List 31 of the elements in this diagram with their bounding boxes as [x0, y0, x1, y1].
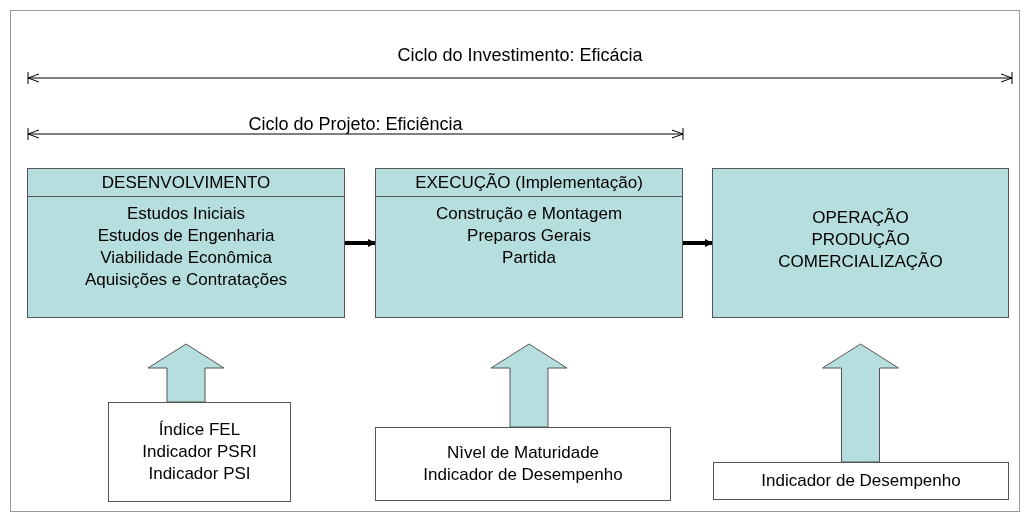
item-text: Aquisições e Contratações	[83, 269, 289, 291]
item-text: Indicador PSRI	[141, 441, 258, 463]
item-text: Partida	[501, 247, 557, 269]
item-text: Índice FEL	[157, 419, 242, 441]
indicator-box	[108, 402, 291, 502]
indicator-box	[713, 462, 1009, 500]
item-text: Viabilidade Econômica	[99, 247, 273, 269]
cycle-label: Ciclo do Projeto: Eficiência	[248, 114, 463, 135]
item-text: Nìvel de Maturidade	[445, 442, 601, 464]
arrow	[683, 239, 713, 247]
item-text: OPERAÇÃO	[811, 207, 910, 229]
item-text: Estudos Iniciais	[125, 203, 247, 225]
phase-box	[712, 168, 1009, 318]
item-text: Preparos Gerais	[466, 225, 592, 247]
indicator-box	[375, 427, 671, 501]
item-text: Estudos de Engenharia	[96, 225, 276, 247]
phase-heading: EXECUÇÃO (Implementação)	[376, 169, 682, 197]
item-text: COMERCIALIZAÇÃO	[777, 251, 944, 273]
item-text: Indicador de Desempenho	[422, 464, 624, 486]
block-arrow	[490, 343, 568, 428]
item-text: PRODUÇÃO	[810, 229, 911, 251]
phase-heading: DESENVOLVIMENTO	[28, 169, 344, 197]
item-text: Indicador de Desempenho	[760, 470, 962, 492]
phase-box	[27, 168, 345, 318]
block-arrow	[147, 343, 225, 403]
item-text: Construção e Montagem	[434, 203, 624, 225]
block-arrow	[822, 343, 899, 463]
arrow	[345, 239, 376, 247]
item-text: Indicador PSI	[147, 463, 252, 485]
phase-box	[375, 168, 683, 318]
cycle-label: Ciclo do Investimento: Eficácia	[397, 45, 643, 66]
